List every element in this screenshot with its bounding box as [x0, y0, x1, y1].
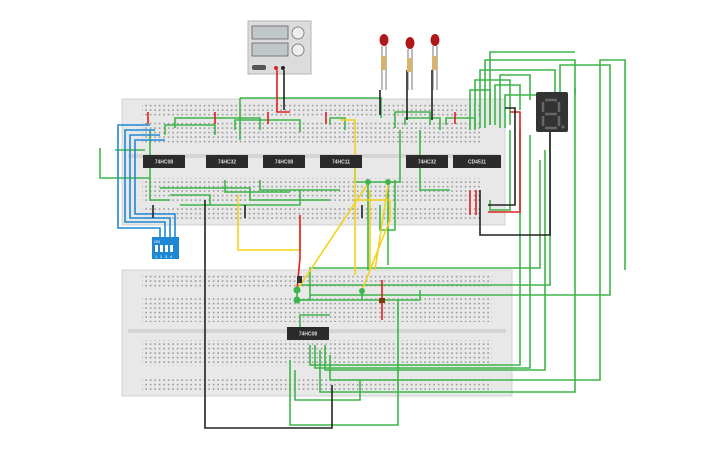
small-capacitor-2[interactable] [379, 298, 385, 303]
led-3[interactable] [430, 34, 440, 90]
dip-switch-number-4: 4 [170, 254, 173, 259]
chip-top-4[interactable]: 74HC11 [320, 155, 362, 168]
chip-top-6[interactable]: CD4511 [453, 155, 501, 168]
dip-switch-label: ON [154, 239, 160, 244]
wires-blue[interactable] [117, 124, 176, 240]
chip-top-2[interactable]: 74HC32 [206, 155, 248, 168]
breadboard-top [121, 98, 506, 226]
chip-top-1-label: 74HC08 [155, 160, 174, 166]
dip-switch[interactable]: ON 1 2 3 4 [152, 237, 179, 259]
chip-top-3[interactable]: 74HC08 [263, 155, 305, 168]
breadboard-bottom [121, 269, 513, 397]
chip-top-1[interactable]: 74HC08 [143, 155, 185, 168]
power-supply[interactable] [247, 20, 312, 75]
dip-switch-number-2: 2 [160, 254, 163, 259]
led-1[interactable] [379, 34, 389, 90]
chip-bottom[interactable]: 74HC08 [287, 327, 329, 340]
wires-green[interactable] [99, 51, 626, 426]
chip-top-6-label: CD4511 [468, 160, 486, 166]
junction-dots [293, 179, 391, 304]
chip-top-3-label: 74HC08 [275, 160, 294, 166]
seven-segment-display[interactable] [536, 92, 568, 132]
dip-switch-number-1: 1 [155, 254, 158, 259]
chip-top-2-label: 74HC32 [218, 160, 237, 166]
chip-top-5-label: 74HC32 [418, 160, 437, 166]
wires-black[interactable] [152, 70, 551, 429]
dip-switch-number-3: 3 [165, 254, 168, 259]
wires-yellow[interactable] [237, 119, 391, 291]
chip-bottom-label: 74HC08 [299, 332, 318, 338]
chip-top-5[interactable]: 74HC32 [406, 155, 448, 168]
led-2[interactable] [405, 37, 415, 90]
small-capacitor-1[interactable] [297, 276, 302, 283]
chip-top-4-label: 74HC11 [332, 160, 350, 166]
